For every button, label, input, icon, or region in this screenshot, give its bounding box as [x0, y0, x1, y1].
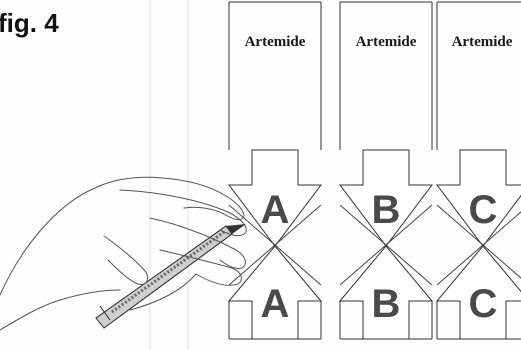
panel-a-brand: Artemide	[245, 34, 306, 50]
hand-back	[0, 177, 162, 295]
hand-with-pen-icon	[0, 177, 246, 330]
panel-c: Artemide C C	[437, 2, 521, 339]
panel-a-top-letter: A	[261, 188, 290, 232]
panel-b-bottom-letter: B	[372, 282, 401, 326]
panel-b-top-letter: B	[372, 188, 401, 232]
pen-icon	[96, 224, 246, 328]
panel-c-brand: Artemide	[452, 34, 513, 50]
panel-c-top-letter: C	[469, 188, 498, 232]
pen-body	[96, 226, 232, 328]
panel-c-bottom-letter: C	[469, 282, 498, 326]
panel-b: Artemide B B	[340, 2, 432, 339]
panel-b-brand: Artemide	[356, 34, 417, 50]
thumb	[104, 236, 148, 284]
index-finger	[162, 178, 244, 220]
panel-a-bottom-letter: A	[261, 282, 290, 326]
panel-a: Artemide A A	[229, 2, 321, 339]
pen-grip	[112, 232, 224, 312]
figure-label: fig. 4	[0, 8, 59, 38]
